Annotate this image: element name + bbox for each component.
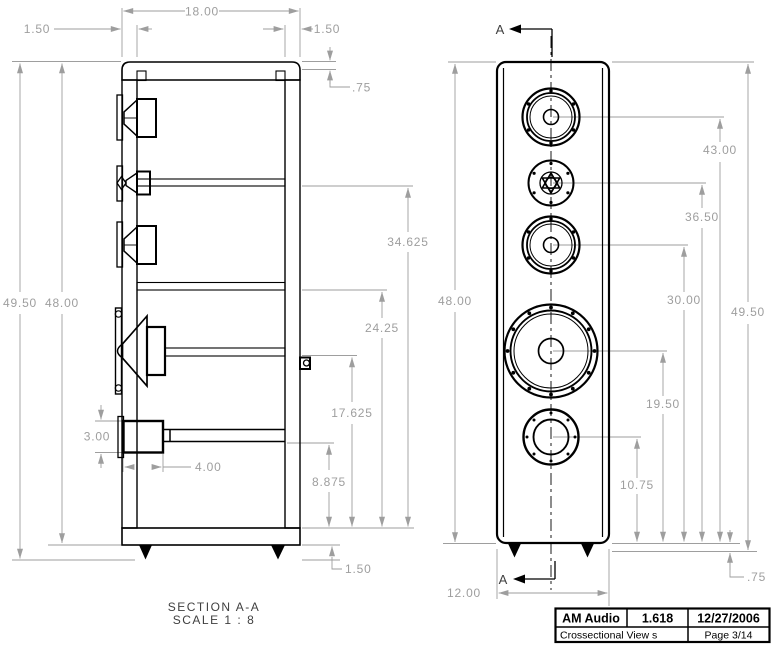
section-driver-1 <box>116 94 157 141</box>
dim-overall-width: 18.00 <box>185 5 219 19</box>
dim-brace-port: 8.875 <box>312 475 346 489</box>
magnet-4 <box>145 325 167 377</box>
dim-port-depth: 4.00 <box>195 460 222 474</box>
cut-arrow-top <box>509 24 521 34</box>
title-description: Crossectional View s <box>560 630 657 642</box>
magnet-2 <box>136 170 151 196</box>
magnet-1 <box>136 98 157 138</box>
brace-shelf-1 <box>136 178 286 187</box>
side-wall-lines <box>502 68 604 537</box>
top-rabbet-left <box>136 70 147 82</box>
front-driver-3 <box>521 215 581 275</box>
front-driver-1 <box>521 87 581 147</box>
dim-front-wall: 1.50 <box>24 22 51 36</box>
binding-post <box>299 356 311 370</box>
front-driver-2-tweeter <box>527 159 575 207</box>
top-rabbet-right <box>275 70 286 82</box>
section-cut-line: A A <box>496 22 556 587</box>
section-port-box <box>117 415 165 459</box>
dim-brace-woofer: 17.625 <box>331 406 373 420</box>
brace-shelf-3 <box>164 347 286 357</box>
dim-driver5: 10.75 <box>620 478 654 492</box>
back-wall <box>284 79 301 529</box>
dim-driver3: 30.00 <box>667 293 701 307</box>
scale-label: SCALE 1 : 8 <box>173 613 256 627</box>
bottom-panel <box>121 527 301 546</box>
magnet-3 <box>136 225 157 265</box>
title-page: Page 3/14 <box>705 630 753 642</box>
dim-body-height-left: 48.00 <box>45 296 79 310</box>
spike-right <box>271 545 285 560</box>
dim-brace-top: 34.625 <box>387 235 429 249</box>
dim-driver1: 43.00 <box>703 143 737 157</box>
dimension-layer <box>12 7 757 606</box>
cabinet-outline <box>495 60 611 545</box>
front-driver-4-woofer <box>503 303 599 399</box>
dim-total-height-left: 49.50 <box>3 296 37 310</box>
dim-front-width: 12.00 <box>447 586 481 600</box>
front-view: A A <box>495 22 611 590</box>
title-revision: 1.618 <box>642 612 673 626</box>
front-baffle <box>121 79 138 529</box>
dim-front-body-height: 48.00 <box>438 294 472 308</box>
dim-brace-mid: 24.25 <box>365 321 399 335</box>
front-driver-5-passive <box>522 408 580 466</box>
dim-port-height: 3.00 <box>84 430 111 444</box>
dim-back-wall: 1.50 <box>314 22 341 36</box>
title-block-border <box>554 607 771 644</box>
section-view <box>114 61 311 560</box>
dim-spike-height: .75 <box>747 570 766 584</box>
dim-base-height: 1.50 <box>345 562 372 576</box>
dimension-labels: 18.00 1.50 1.50 .75 49.50 48.00 34.625 2… <box>3 5 766 601</box>
dim-driver2: 36.50 <box>685 210 719 224</box>
section-driver-4 <box>114 307 167 395</box>
section-label: SECTION A-A <box>168 600 261 614</box>
dim-driver4: 19.50 <box>646 397 680 411</box>
cut-label-bottom: A <box>499 572 508 587</box>
brace-shelf-2 <box>136 281 286 291</box>
front-spike-right <box>581 543 594 558</box>
screws-4 <box>505 305 597 397</box>
section-driver-3 <box>116 221 157 268</box>
port-tube <box>163 428 285 443</box>
driver-leaders <box>553 116 724 438</box>
dim-front-total-height: 49.50 <box>731 305 765 319</box>
screws-1 <box>526 89 576 145</box>
dim-top-lip: .75 <box>352 81 371 95</box>
title-block-grid <box>555 608 770 642</box>
cut-arrow-bottom <box>513 574 525 584</box>
screws-5 <box>525 411 577 463</box>
title-block: AM Audio 1.618 12/27/2006 Crossectional … <box>554 607 771 644</box>
section-driver-2 <box>116 165 151 202</box>
title-date: 12/27/2006 <box>697 612 760 626</box>
spike-left <box>139 545 152 560</box>
top-panel <box>121 61 301 81</box>
front-spike-left <box>508 543 521 558</box>
cut-label-top: A <box>496 22 505 37</box>
title-company: AM Audio <box>562 612 620 626</box>
view-labels: SECTION A-A SCALE 1 : 8 <box>168 600 261 627</box>
screws-3 <box>526 217 576 273</box>
screws-2 <box>532 161 570 205</box>
